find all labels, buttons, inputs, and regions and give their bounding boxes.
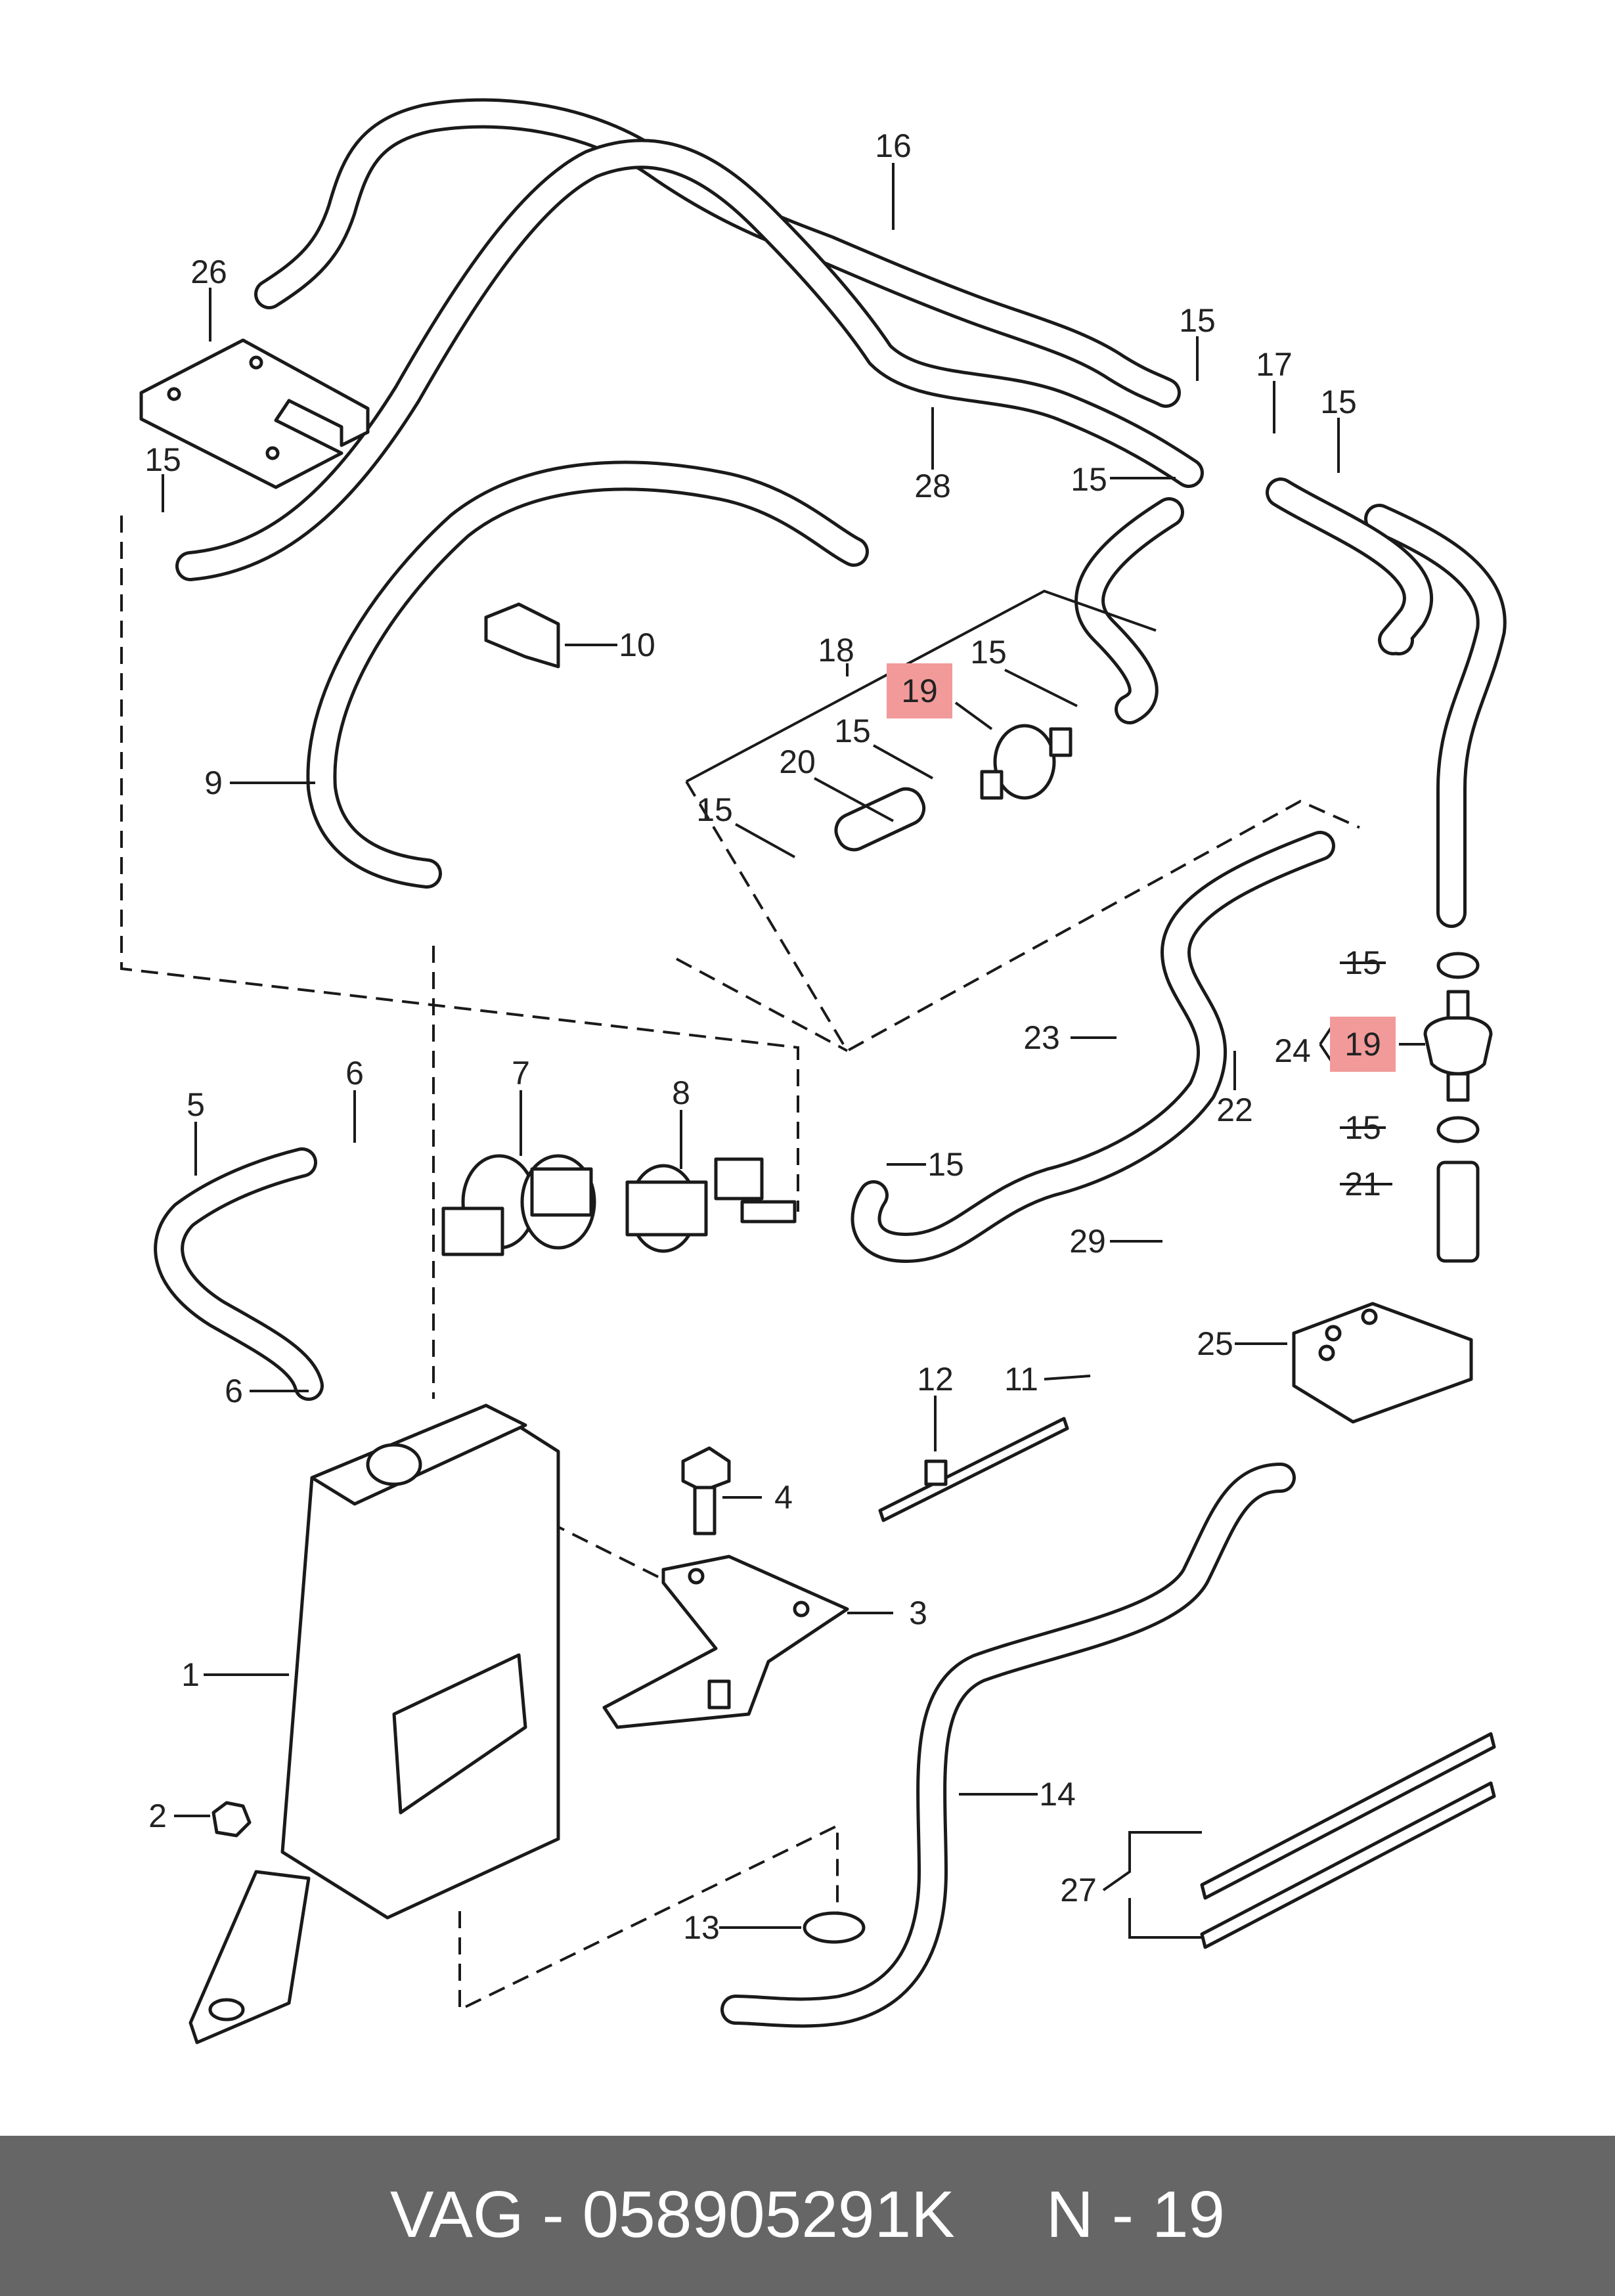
callout-c5: 5 — [187, 1086, 205, 1123]
bracket-7 — [441, 1154, 596, 1256]
callout-c17: 17 — [1256, 346, 1293, 383]
callout-c21: 21 — [1344, 1166, 1381, 1203]
check-valve-24 — [1423, 952, 1493, 1263]
bracket-26 — [139, 338, 370, 489]
callout-c2: 2 — [148, 1798, 167, 1834]
valve-8 — [625, 1157, 797, 1253]
callout-c11: 11 — [1004, 1361, 1038, 1398]
hose-5 — [154, 1147, 324, 1401]
callout-c10: 10 — [619, 627, 655, 663]
callout-labels: 1234566789101112131415151515151515151515… — [144, 127, 1396, 1946]
parts-diagram: 1234566789101112131415151515151515151515… — [120, 98, 1507, 2044]
footer-brand: VAG — [389, 2178, 524, 2251]
callout-c16: 16 — [875, 127, 912, 164]
assembly-dashed-lines — [120, 516, 1360, 2012]
callout-c3: 3 — [909, 1595, 927, 1631]
callout-c15b: 15 — [1179, 302, 1216, 339]
strap-12 — [878, 1417, 1069, 1522]
bracket-3 — [602, 1555, 849, 1729]
clip-10 — [484, 602, 560, 669]
callout-c27: 27 — [1060, 1872, 1097, 1909]
footer-bar — [0, 2136, 1615, 2296]
callout-c15a: 15 — [144, 441, 181, 478]
footer-separator: - — [523, 2178, 583, 2251]
callout-c25: 25 — [1197, 1325, 1233, 1362]
straps-27 — [1200, 1732, 1496, 1949]
callout-c24: 24 — [1274, 1032, 1311, 1069]
bolt-4 — [681, 1446, 731, 1535]
footer-gap — [955, 2178, 1046, 2251]
callout-c18: 18 — [818, 632, 854, 669]
callout-c23: 23 — [1023, 1019, 1060, 1056]
callout-c22: 22 — [1216, 1092, 1253, 1128]
callout-c15i: 15 — [1344, 944, 1381, 981]
callout-c15h: 15 — [927, 1146, 964, 1183]
pipe-14 — [720, 1463, 1296, 2028]
plate-25 — [1292, 1302, 1473, 1424]
callout-c28: 28 — [914, 468, 951, 504]
callout-c29: 29 — [1069, 1223, 1106, 1260]
pipe-22 — [851, 831, 1335, 1263]
callout-highlight-c19b — [1330, 1017, 1396, 1072]
callout-highlight-c19a — [887, 663, 952, 718]
callout-c20: 20 — [779, 743, 816, 780]
callout-c15d: 15 — [1071, 461, 1107, 498]
callout-c15j: 15 — [1344, 1109, 1381, 1146]
callout-c15e: 15 — [970, 634, 1007, 671]
callout-c7: 7 — [512, 1055, 530, 1092]
nut-2 — [211, 1801, 252, 1838]
footer-part-number: 058905291K — [582, 2178, 955, 2251]
callout-c8: 8 — [672, 1074, 690, 1111]
callout-c6a: 6 — [345, 1055, 364, 1092]
callout-c19a: 19 — [901, 673, 938, 709]
pipe-9 — [306, 460, 869, 889]
callout-c9: 9 — [204, 764, 223, 801]
callout-c15c: 15 — [1320, 384, 1357, 420]
clip-13 — [803, 1911, 866, 1944]
callout-c15g: 15 — [696, 791, 733, 828]
hose-16 — [254, 98, 1181, 408]
footer-caption: VAG - 058905291K N - 19 — [0, 2177, 1615, 2253]
callout-c14: 14 — [1039, 1776, 1076, 1813]
check-valve-19 — [834, 724, 1073, 852]
callout-c4: 4 — [774, 1479, 793, 1516]
footer-position: N - 19 — [1046, 2178, 1226, 2251]
callout-c15f: 15 — [834, 713, 871, 749]
callout-c12: 12 — [917, 1361, 954, 1398]
hose-28 — [175, 139, 1204, 581]
callout-c1: 1 — [181, 1656, 200, 1693]
callout-c13: 13 — [683, 1909, 720, 1946]
canister-1 — [188, 1403, 560, 2044]
hose-upper-right — [1074, 477, 1507, 928]
callout-c26: 26 — [190, 254, 227, 290]
leader-lines — [162, 163, 1425, 1939]
callout-c19b: 19 — [1344, 1026, 1381, 1063]
callout-c6b: 6 — [225, 1373, 243, 1409]
